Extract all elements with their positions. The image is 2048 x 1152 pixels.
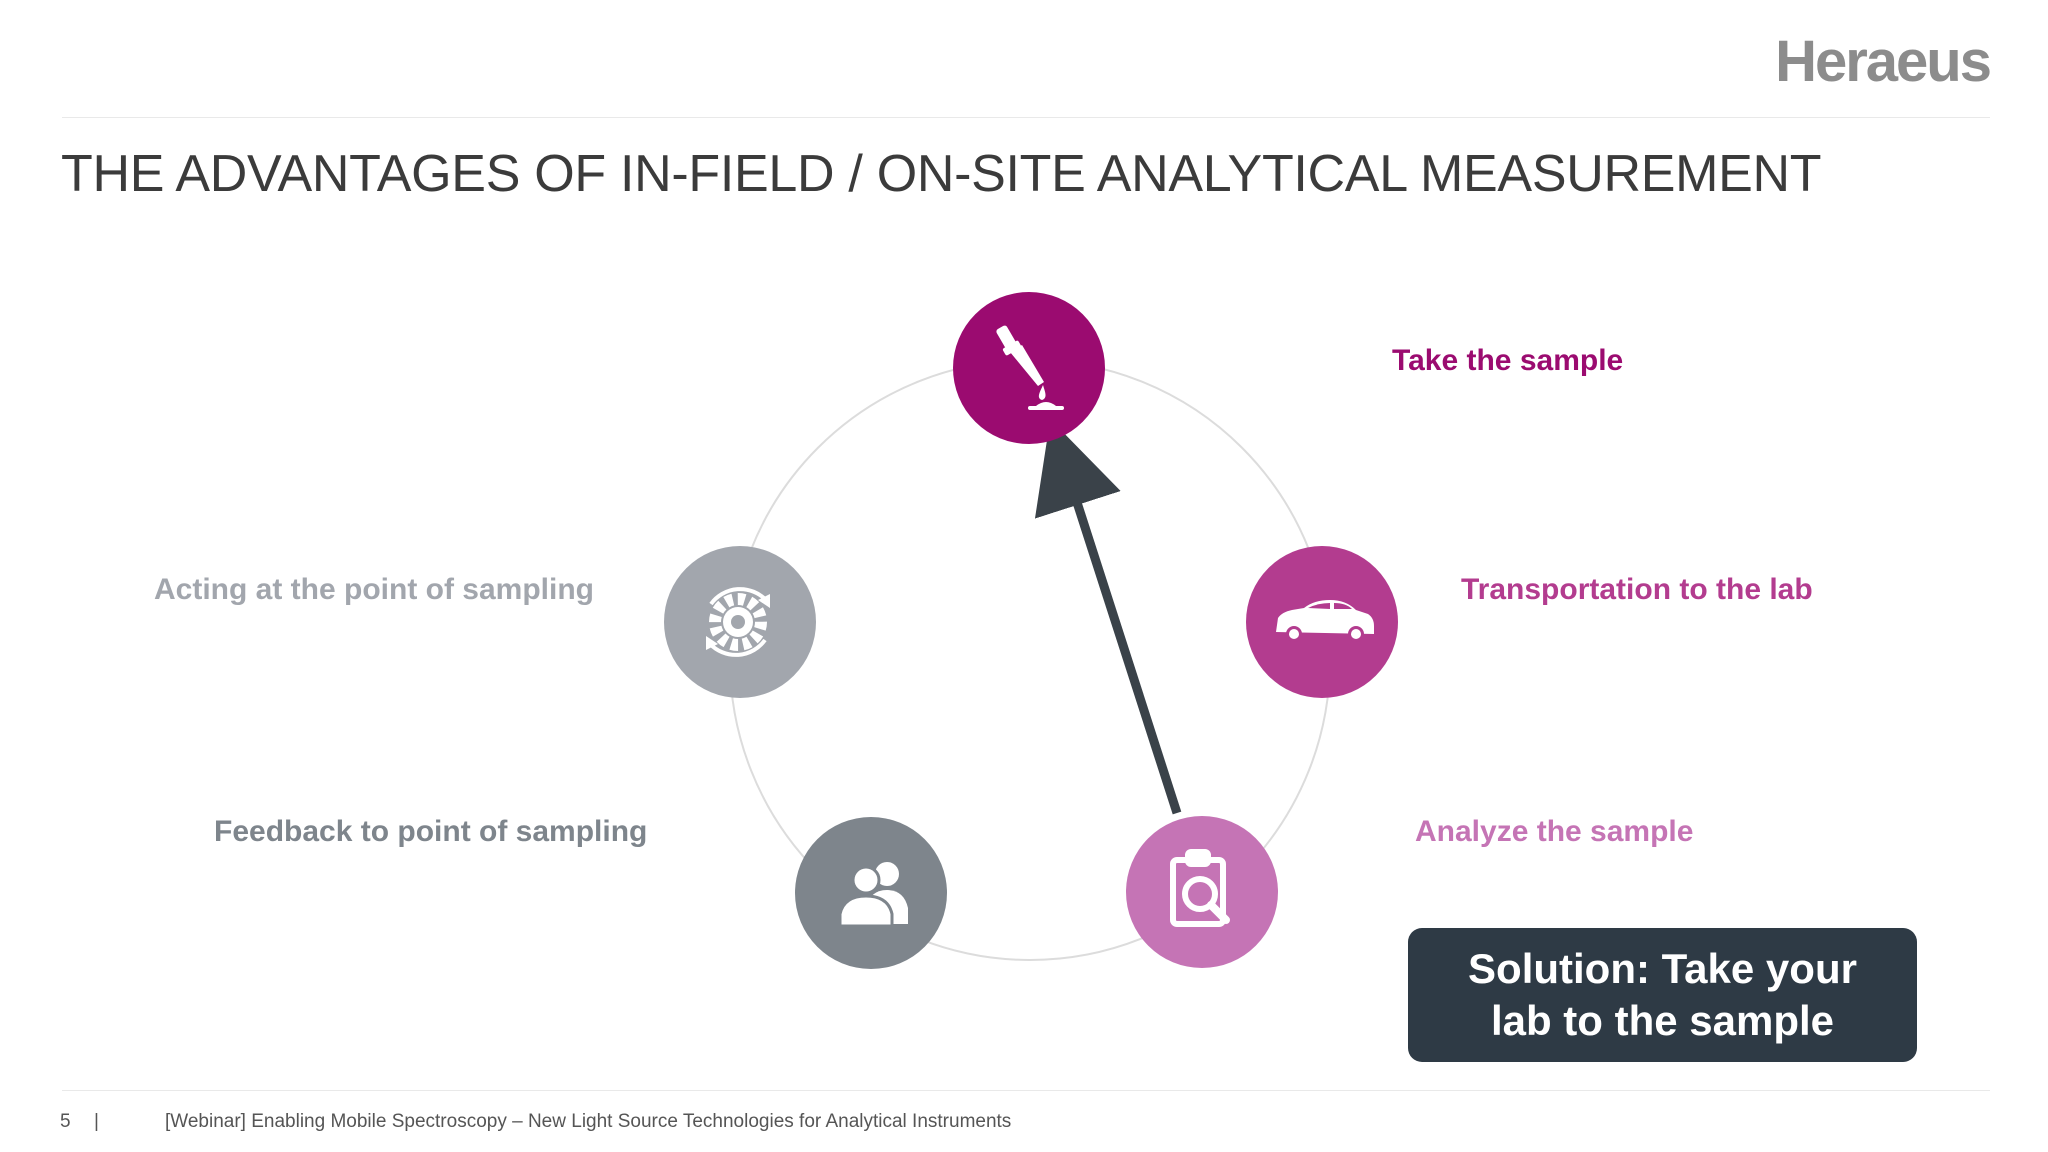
solution-callout: Solution: Take your lab to the sample: [1408, 928, 1917, 1062]
label-take-sample: Take the sample: [1392, 344, 1624, 377]
footer-text: [Webinar] Enabling Mobile Spectroscopy –…: [165, 1111, 1012, 1132]
page-number: 5: [60, 1111, 71, 1132]
footer-separator: |: [94, 1111, 99, 1132]
footer-divider: [62, 1090, 1990, 1091]
label-transportation: Transportation to the lab: [1461, 573, 1813, 606]
heraeus-logo: Heraeus: [1775, 29, 1992, 94]
people-icon: [838, 862, 908, 928]
step-acting-node: [664, 546, 816, 698]
pipette-icon: [996, 325, 1064, 410]
page-title: THE ADVANTAGES OF IN-FIELD / ON-SITE ANA…: [61, 145, 1822, 203]
step-feedback-node: [795, 817, 947, 969]
label-feedback: Feedback to point of sampling: [214, 815, 648, 848]
label-analyze-sample: Analyze the sample: [1415, 815, 1694, 848]
header-divider: [62, 117, 1990, 118]
label-acting: Acting at the point of sampling: [154, 573, 594, 606]
clipboard-magnifier-icon: [1170, 849, 1230, 927]
solution-text: Solution: Take your lab to the sample: [1468, 945, 1857, 1044]
gear-cycle-icon: [706, 587, 770, 657]
car-icon: [1276, 600, 1374, 642]
step-analyze-node: [1126, 816, 1278, 968]
step-take-sample-node: [953, 292, 1105, 444]
step-transportation-node: [1246, 546, 1398, 698]
shortcut-arrow: [1034, 419, 1182, 815]
